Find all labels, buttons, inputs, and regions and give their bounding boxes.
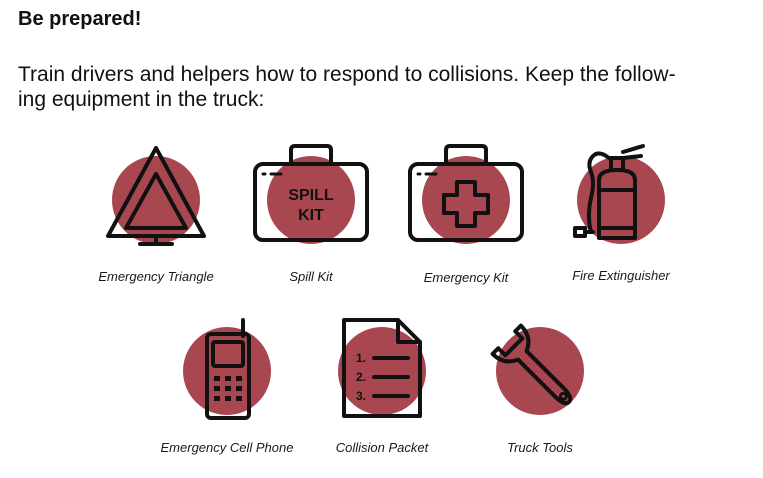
equipment-label: Emergency Kit bbox=[423, 270, 509, 285]
warning-triangle-icon bbox=[106, 146, 206, 246]
equipment-label: Spill Kit bbox=[289, 269, 333, 284]
equipment-label: Fire Extinguisher bbox=[572, 268, 670, 283]
list-number-3: 3. bbox=[356, 389, 366, 403]
equipment-label: Emergency Cell Phone bbox=[160, 440, 294, 455]
spill-kit-case-icon: SPILL KIT bbox=[253, 144, 369, 244]
spill-kit-case-text-2: KIT bbox=[298, 207, 324, 224]
document-list-icon: 1. 2. 3. bbox=[338, 318, 426, 418]
intro-line-2: ing equipment in the truck: bbox=[18, 88, 265, 111]
page-heading: Be prepared! bbox=[18, 8, 142, 30]
intro-line-1: Train drivers and helpers how to respond… bbox=[18, 63, 676, 86]
equipment-label: Emergency Triangle bbox=[98, 269, 214, 284]
equipment-label: Truck Tools bbox=[507, 440, 573, 455]
cell-phone-icon bbox=[183, 318, 271, 420]
spill-kit-case-text-1: SPILL bbox=[288, 187, 334, 204]
wrench-icon bbox=[490, 323, 584, 415]
intro-paragraph: Train drivers and helpers how to respond… bbox=[18, 62, 758, 112]
list-number-1: 1. bbox=[356, 351, 366, 365]
equipment-label: Collision Packet bbox=[335, 440, 429, 455]
first-aid-kit-icon bbox=[408, 144, 524, 244]
fire-extinguisher-icon bbox=[573, 144, 665, 244]
list-number-2: 2. bbox=[356, 370, 366, 384]
